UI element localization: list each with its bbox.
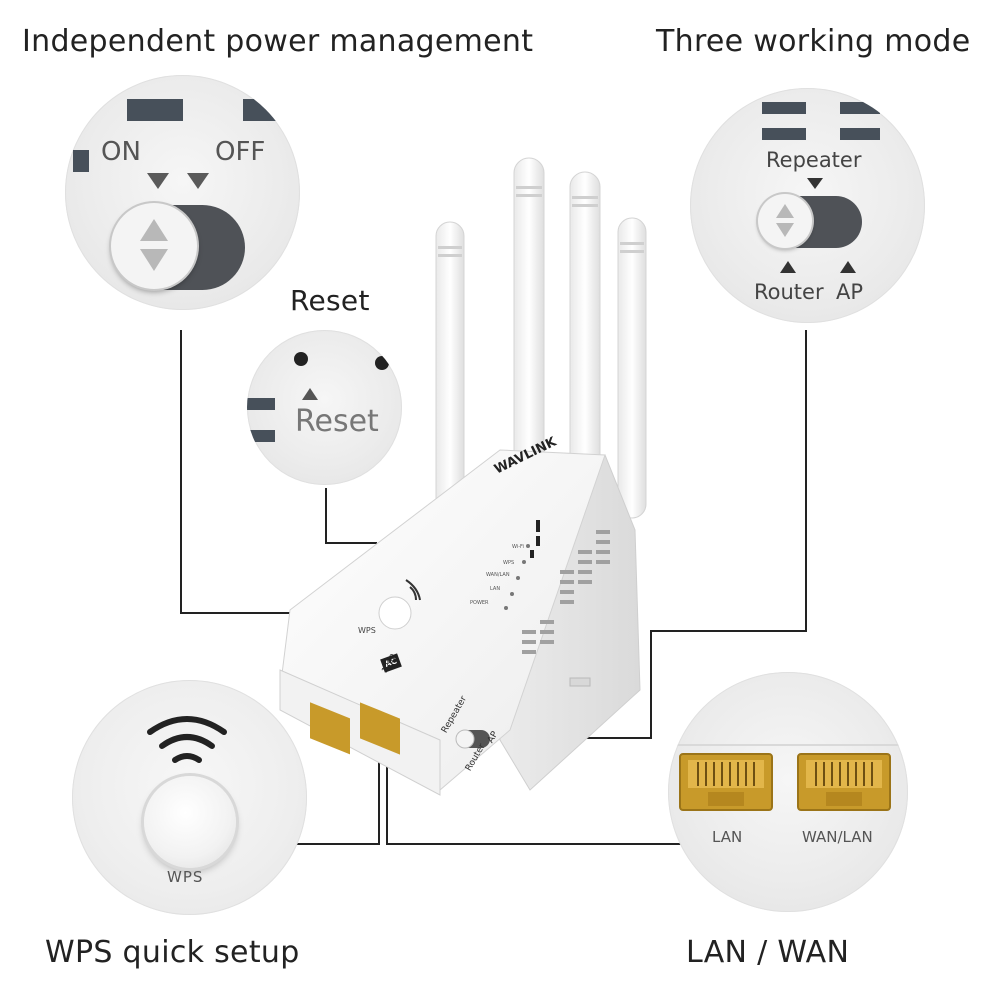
power-on-label: ON (101, 137, 141, 167)
arrow-down-icon (776, 223, 794, 237)
wanlan-port-icon (360, 702, 400, 755)
wanlan-port-icon (797, 753, 891, 811)
connector-line (386, 720, 388, 845)
mode-ap-label: AP (836, 280, 864, 304)
mode-switch-knob[interactable] (758, 194, 812, 248)
led-label: LAN (490, 586, 501, 592)
arrow-down-icon (187, 173, 209, 189)
connector-line (650, 630, 807, 632)
antenna (569, 171, 601, 473)
wps-button[interactable] (144, 776, 236, 868)
mode-repeater-label: Repeater (766, 148, 862, 172)
reset-pinhole[interactable] (294, 352, 308, 366)
working-mode-heading: Three working mode (656, 24, 971, 59)
arrow-up-icon (780, 261, 796, 273)
arrow-up-icon (840, 261, 856, 273)
wps-callout: WPS (72, 680, 307, 915)
led-label: WPS (503, 560, 515, 566)
connector-line (650, 630, 652, 738)
arrow-down-icon (147, 173, 169, 189)
mode-router-label: Router (754, 280, 824, 304)
lan-wan-heading: LAN / WAN (686, 935, 850, 970)
connector-line (805, 330, 807, 632)
lan-port-icon (679, 753, 773, 811)
mode-switch-callout: Repeater Router AP (690, 88, 925, 323)
wireless-signal-icon (147, 716, 227, 763)
led-label: WAN/LAN (486, 572, 510, 578)
vent-slot (73, 150, 89, 172)
lan-port-label: LAN (712, 828, 743, 846)
reset-label: Reset (295, 404, 379, 439)
device-wps-label: WPS (358, 626, 376, 635)
router-device (279, 157, 647, 796)
connector-line (180, 330, 182, 613)
arrow-up-icon (776, 204, 794, 218)
led-label: POWER (470, 600, 489, 606)
arrow-up-icon (302, 388, 318, 400)
vent-slot (247, 430, 275, 442)
connector-line (325, 542, 377, 544)
wps-setup-heading: WPS quick setup (45, 935, 300, 970)
connector-line (386, 843, 686, 845)
ports-callout: LAN WAN/LAN (668, 672, 908, 912)
connector-line (180, 612, 300, 614)
power-switch-knob[interactable] (111, 203, 197, 289)
power-switch-callout: ON OFF (65, 75, 300, 310)
lan-port-icon (310, 702, 350, 755)
divider (668, 744, 908, 746)
arrow-down-icon (140, 249, 168, 271)
wps-label: WPS (167, 868, 204, 886)
power-management-heading: Independent power management (22, 24, 534, 59)
arrow-down-icon (807, 178, 823, 189)
connector-line (325, 488, 327, 543)
led-label: Wi-Fi (512, 544, 524, 550)
vent-slot (762, 128, 806, 140)
reset-callout: Reset (247, 330, 402, 485)
connector-line (294, 843, 380, 845)
connector-line (378, 720, 380, 845)
vent-slot (840, 102, 880, 114)
reset-heading: Reset (290, 284, 370, 317)
arrow-up-icon (140, 219, 168, 241)
wanlan-port-label: WAN/LAN (802, 828, 873, 846)
antenna (435, 221, 465, 513)
vent-slot (247, 398, 275, 410)
vent-slot (840, 128, 880, 140)
antenna (617, 217, 647, 519)
power-off-label: OFF (215, 137, 266, 167)
vent-slot (762, 102, 806, 114)
vent-slot (243, 99, 300, 121)
vent-slot (127, 99, 183, 121)
antenna (513, 157, 545, 469)
reset-pinhole (375, 356, 389, 370)
